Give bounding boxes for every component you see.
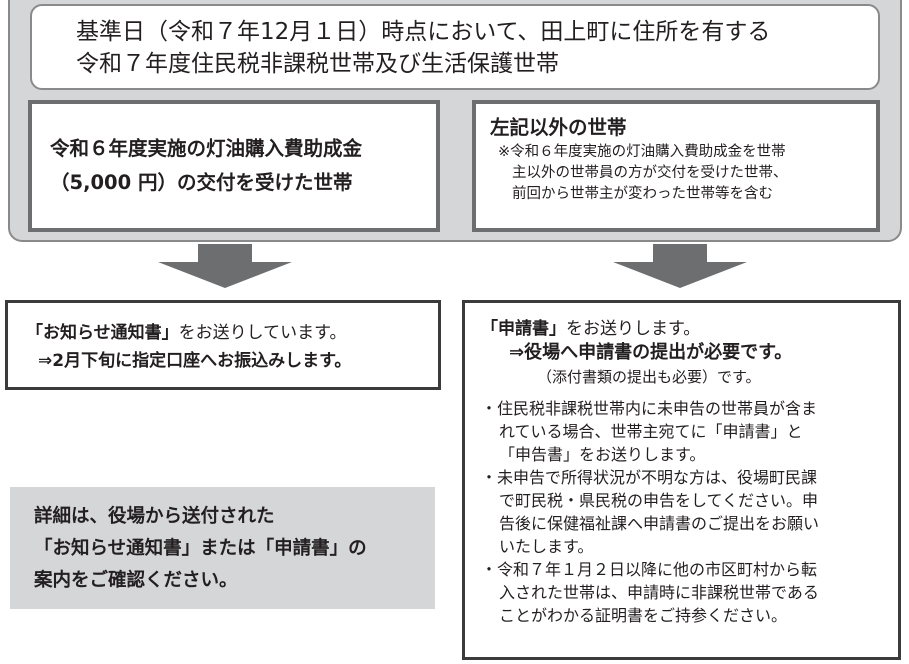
- details-line: 案内をご確認ください。: [34, 570, 238, 591]
- details-box: 詳細は、役場から送付された 「お知らせ通知書」または「申請書」の 案内をご確認く…: [10, 487, 435, 609]
- application-text: をお送りします。: [566, 319, 701, 339]
- eligibility-header: 基準日（令和７年12月１日）時点において、田上町に住所を有する 令和７年度住民税…: [30, 4, 880, 90]
- left-category-line: （5,000 円）の交付を受けた世帯: [50, 171, 353, 194]
- details-line: 「お知らせ通知書」または「申請書」の: [34, 538, 367, 559]
- notice-letter-box: 「お知らせ通知書」をお送りしています。 ⇒2月下旬に指定口座へお振込みします。: [5, 300, 441, 390]
- list-item: ・住民税非課税世帯内に未申告の世帯員が含ま れている場合、世帯主宛てに「申請書」…: [481, 399, 818, 464]
- header-line: 基準日（令和７年12月１日）時点において、田上町に住所を有する: [76, 19, 771, 45]
- application-notes: ・住民税非課税世帯内に未申告の世帯員が含ま れている場合、世帯主宛てに「申請書」…: [481, 397, 898, 627]
- list-item: ・未申告で所得状況が不明な方は、役場町民課 で町民税・県民税の申告をしてください…: [481, 468, 820, 556]
- right-category-note: ※令和６年度実施の灯油購入費助成金を世帯 主以外の世帯員の方が交付を受けた世帯、…: [498, 144, 788, 202]
- notice-transfer: ⇒2月下旬に指定口座へお振込みします。: [38, 351, 352, 371]
- notice-text: をお送りしています。: [178, 323, 347, 343]
- application-doc-name: 「申請書」: [481, 319, 566, 339]
- down-arrow-icon: [158, 244, 292, 288]
- application-required: ⇒役場へ申請書の提出が必要です。: [509, 342, 793, 363]
- down-arrow-icon: [613, 244, 747, 288]
- notice-doc-name: 「お知らせ通知書」: [26, 323, 179, 343]
- application-box: 「申請書」をお送りします。 ⇒役場へ申請書の提出が必要です。 （添付書類の提出も…: [462, 300, 901, 660]
- right-category-title: 左記以外の世帯: [490, 116, 627, 139]
- application-attachment: （添付書類の提出も必要）です。: [537, 368, 761, 386]
- left-category-box: 令和６年度実施の灯油購入費助成金 （5,000 円）の交付を受けた世帯: [28, 100, 440, 232]
- details-line: 詳細は、役場から送付された: [34, 506, 275, 527]
- left-category-line: 令和６年度実施の灯油購入費助成金: [50, 137, 363, 160]
- right-category-box: 左記以外の世帯 ※令和６年度実施の灯油購入費助成金を世帯 主以外の世帯員の方が交…: [472, 100, 880, 232]
- list-item: ・令和７年１月２日以降に他の市区町村から転 入された世帯は、申請時に非課税世帯で…: [481, 560, 819, 625]
- header-line: 令和７年度住民税非課税世帯及び生活保護世帯: [76, 51, 559, 77]
